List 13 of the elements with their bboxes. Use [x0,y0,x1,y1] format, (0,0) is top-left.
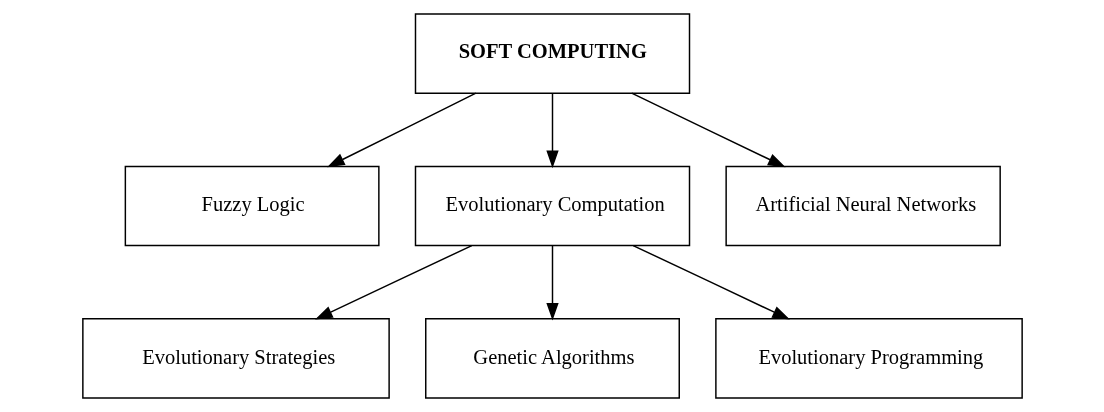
node-box: Evolutionary Computation [414,165,690,247]
arrow [545,92,559,169]
arrow [545,244,559,321]
node-box: Evolutionary Strategies [81,318,390,399]
arrow [630,92,786,168]
arrow [314,244,473,320]
node-box: Genetic Algorithms [424,318,680,399]
arrow [326,92,477,168]
node-box: Fuzzy Logic [124,165,380,247]
arrow [631,244,790,320]
node-box: Artificial Neural Networks [724,165,1001,247]
node-box: Evolutionary Programming [714,318,1023,399]
node-box: SOFT COMPUTING [414,13,690,94]
